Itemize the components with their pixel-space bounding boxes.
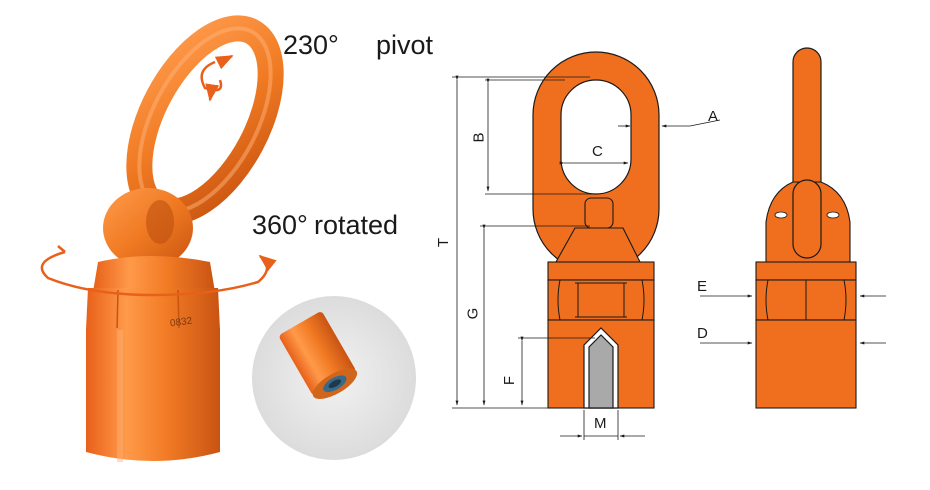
side-dimension-lines [700,294,886,345]
pivot-arrow-icon [200,60,223,92]
thread-detail-inset [252,296,416,460]
dim-label-c: C [592,143,603,160]
side-view-drawing [755,47,857,409]
rotate-label: rotated [314,210,399,240]
dim-label-m: M [594,415,607,432]
rotate-angle-label: 360° [252,210,308,240]
rotate-arrow-icon [40,250,277,297]
dim-label-g: G [464,307,482,320]
pivot-angle-label: 230° [283,30,339,60]
swivel-collar [93,256,215,292]
dim-label-d: D [697,325,708,342]
dim-label-a: A [708,108,719,125]
pivot-label: pivot [376,30,434,60]
dim-label-b: B [470,132,488,143]
dim-label-e: E [697,278,708,295]
swivel-eye-bolt-photo [40,15,284,462]
hex-body [86,288,220,330]
cylinder-body [86,328,220,461]
front-dimension-lines [452,75,721,440]
front-view-drawing [532,51,660,409]
dim-label-f: F [501,375,519,386]
dim-label-t: T [435,237,453,248]
